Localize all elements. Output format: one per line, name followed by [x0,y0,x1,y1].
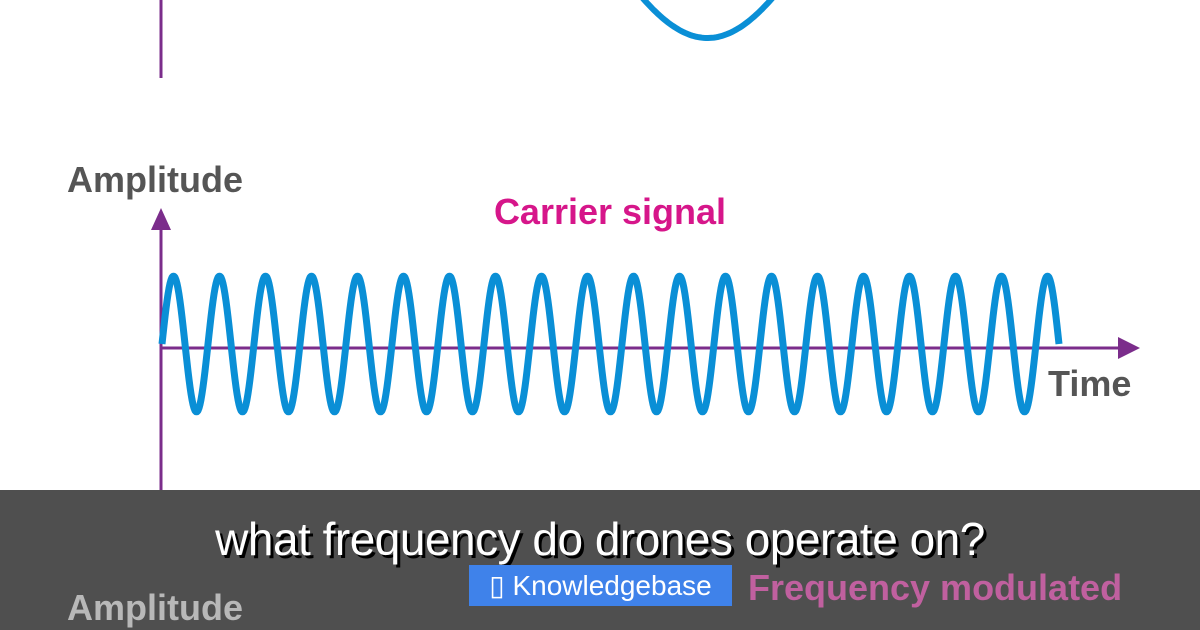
book-icon: ▯ [489,570,505,601]
y-axis-arrow [151,208,171,230]
x-axis-arrow [1118,337,1140,359]
carrier-wave [158,272,1063,416]
carrier-label: Carrier signal [494,191,726,232]
title-overlay [0,490,1200,630]
y-axis-label: Amplitude [67,159,243,200]
x-axis-label: Time [1048,363,1131,404]
page-title: what frequency do drones operate on? [215,513,985,565]
next-diagram-label: Frequency modulated [748,567,1123,608]
next-y-axis-label: Amplitude [67,587,243,628]
knowledgebase-badge[interactable]: ▯ Knowledgebase [469,565,732,606]
modulating-wave [640,0,775,41]
badge-label: Knowledgebase [512,570,712,601]
